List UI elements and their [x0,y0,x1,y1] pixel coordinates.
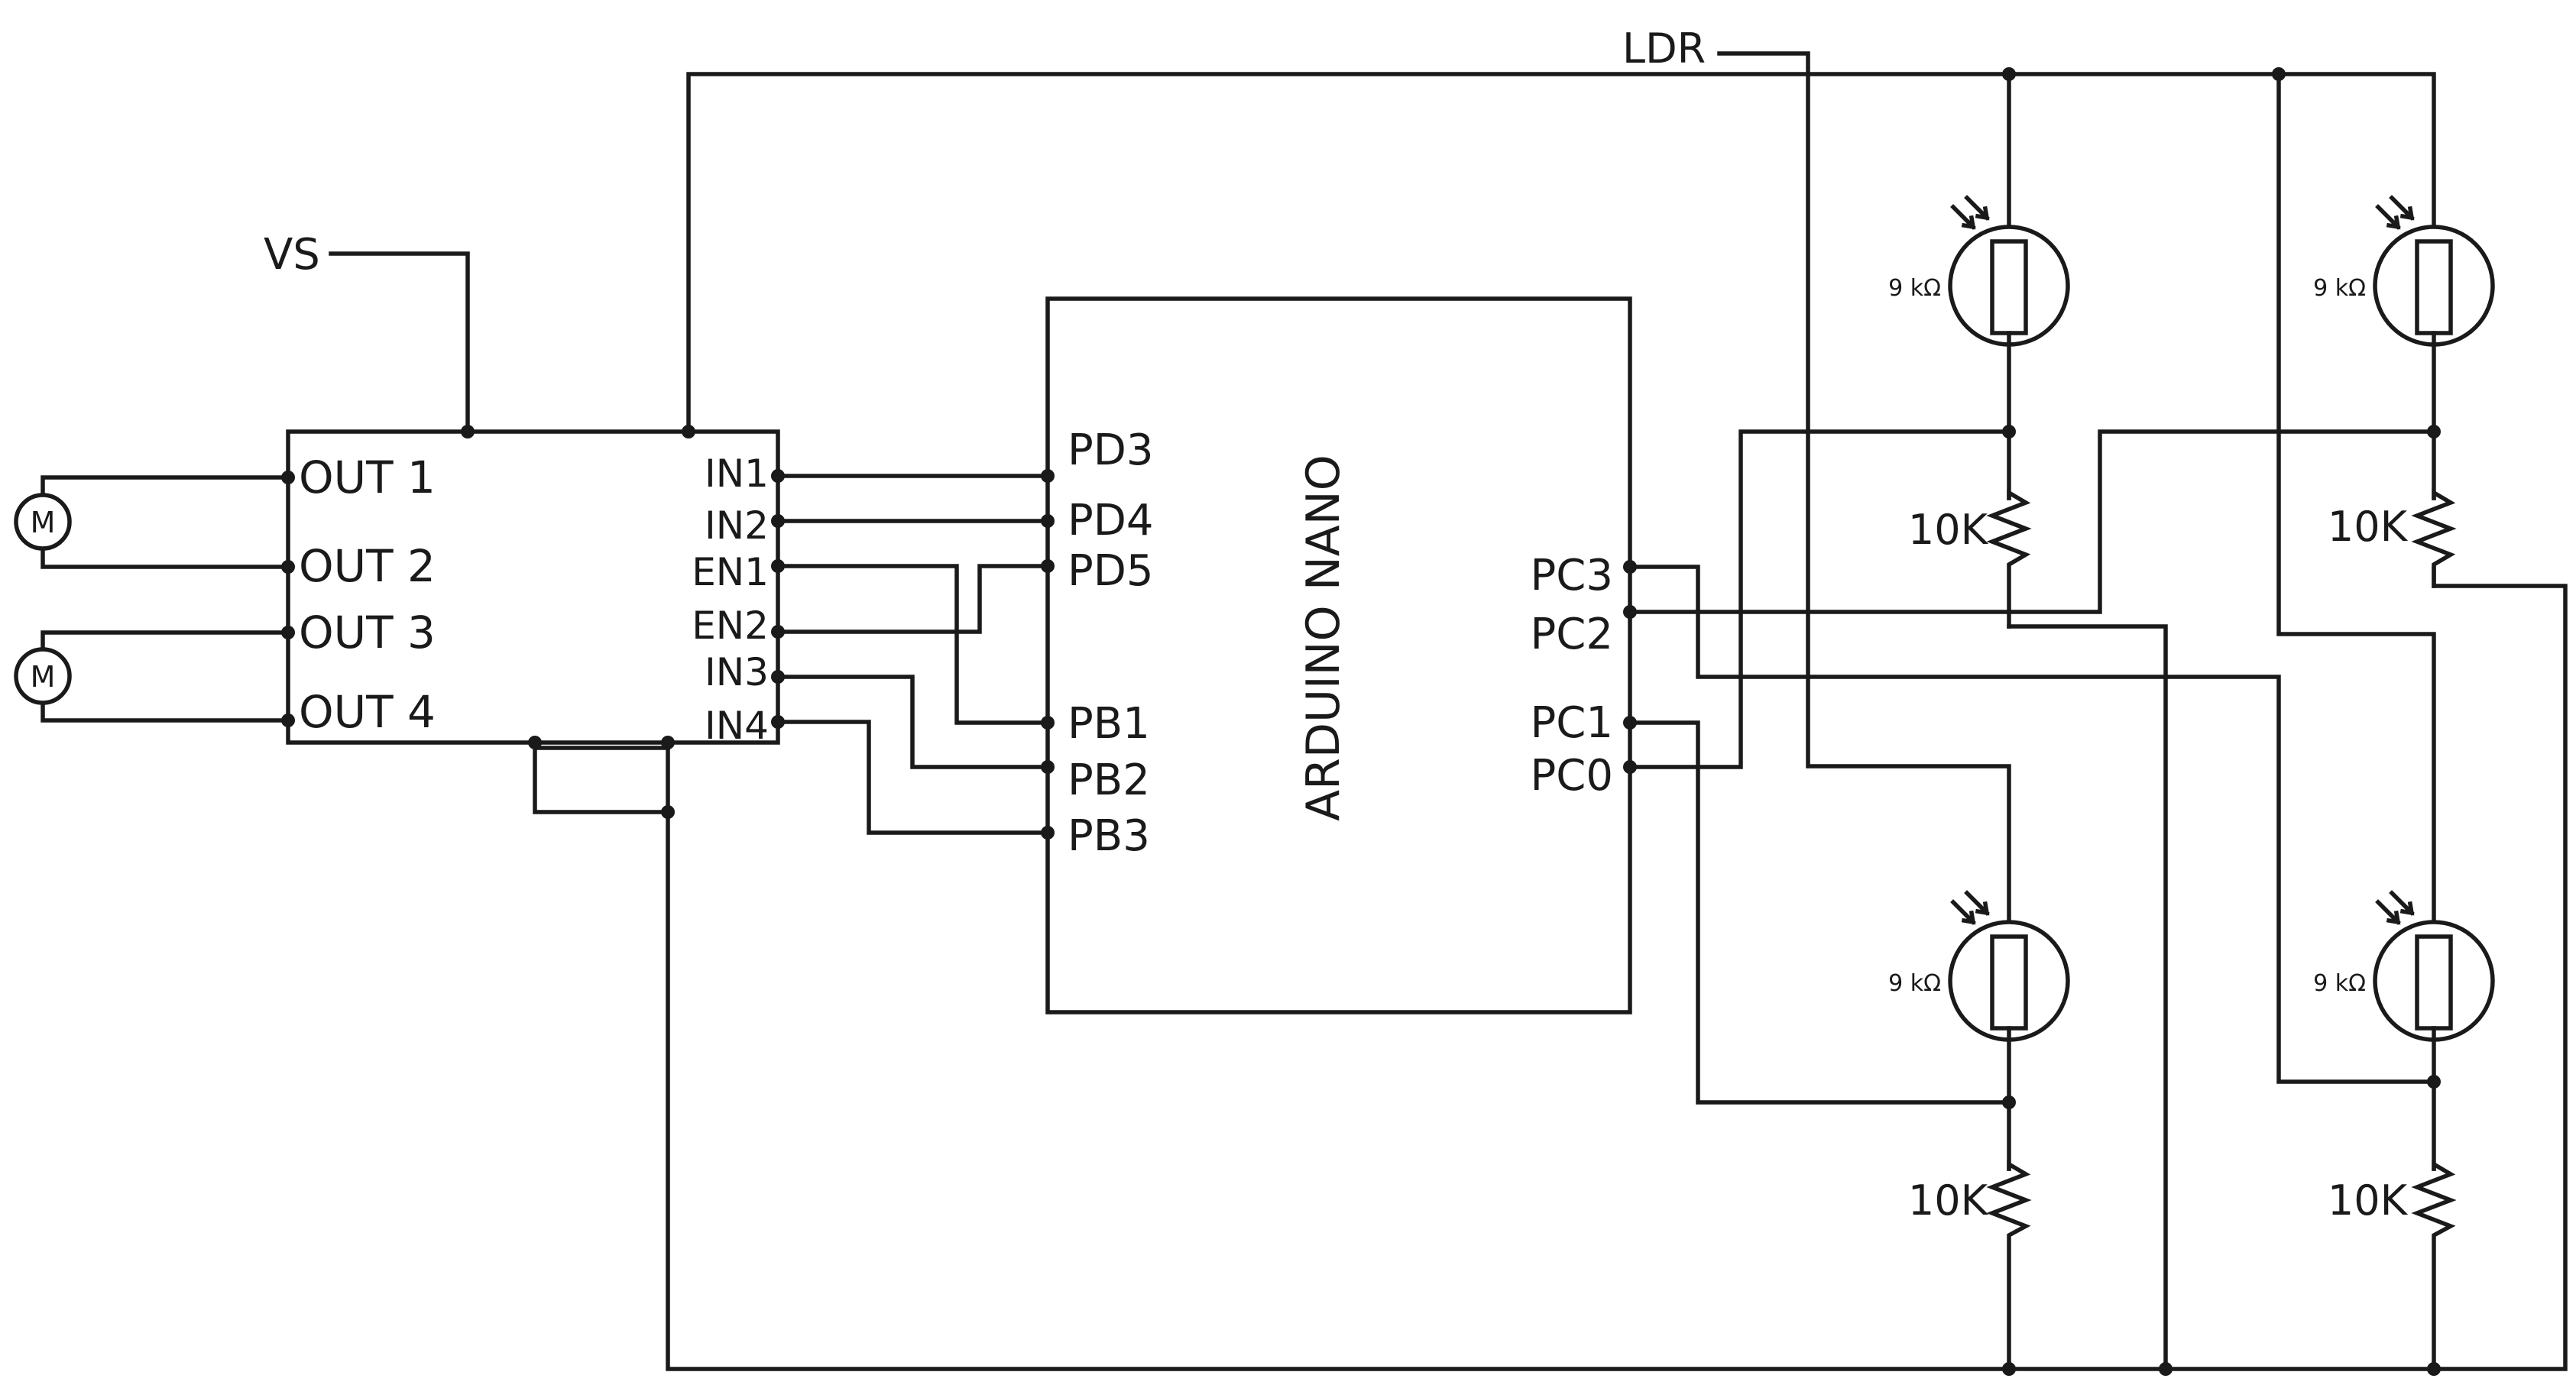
pin-pc3: PC3 [1531,551,1614,600]
pin-pb2: PB2 [1068,756,1150,805]
sensor-2: 9 kΩ 10K [2313,195,2495,588]
pin-en1: EN1 [692,550,769,594]
ldr-4-value: 9 kΩ [2313,970,2366,997]
pin-in3: IN3 [705,650,769,694]
pin-in4: IN4 [705,704,769,748]
pin-pc0: PC0 [1531,751,1614,801]
driver-arduino-wires [771,469,1055,840]
resistor-1-value: 10K [1908,506,1989,554]
pin-out2: OUT 2 [299,540,436,592]
motor-2: M [14,626,295,727]
pin-pb3: PB3 [1068,811,1150,861]
pin-pd4: PD4 [1068,496,1154,545]
resistor-3-value: 10K [1908,1176,1989,1225]
pin-out4: OUT 4 [299,686,436,738]
motor-1-label: M [31,506,56,539]
motor-driver-chip: OUT 1 OUT 2 OUT 3 OUT 4 IN1 IN2 EN1 EN2 … [286,429,780,748]
ldr-1-value: 9 kΩ [1888,275,1941,302]
resistor-4-value: 10K [2328,1176,2409,1225]
ldr-3-element [1990,934,2028,1031]
pin-out1: OUT 1 [299,451,436,503]
pin-in2: IN2 [705,503,769,548]
pin-pd3: PD3 [1068,426,1154,475]
sensor-4: 9 kΩ 10K [2276,72,2495,1371]
vs-supply: VS [264,230,475,438]
resistor-2-value: 10K [2328,503,2409,551]
pin-in1: IN1 [705,451,769,496]
pin-pc1: PC1 [1531,698,1614,748]
ldr-1-element [1990,239,2028,335]
motor-1: M [14,471,295,574]
driver-body [286,429,780,745]
ldr-label: LDR [1622,24,1706,73]
motor-2-label: M [31,660,56,694]
pin-out3: OUT 3 [299,607,436,659]
analog-input-wires [1623,429,2436,1105]
sensor-3: 9 kΩ 10K [1888,890,2070,1371]
pin-en2: EN2 [692,604,769,648]
pin-pb1: PB1 [1068,699,1150,749]
sensor-1: 9 kΩ 10K [1888,195,2168,1371]
ldr-net: LDR [1622,24,2011,930]
pin-pc2: PC2 [1531,610,1614,659]
ldr-3-value: 9 kΩ [1888,970,1941,997]
pin-pd5: PD5 [1068,546,1154,596]
ldr-2-element [2415,239,2453,335]
vs-label: VS [264,230,320,280]
ldr-2-value: 9 kΩ [2313,275,2366,302]
ldr-4-element [2415,934,2453,1031]
arduino-body [1045,296,1632,1014]
arduino-nano: ARDUINO NANO PD3 PD4 PD5 PB1 PB2 PB3 PC3… [1045,296,1632,1014]
arduino-title: ARDUINO NANO [1297,455,1350,821]
